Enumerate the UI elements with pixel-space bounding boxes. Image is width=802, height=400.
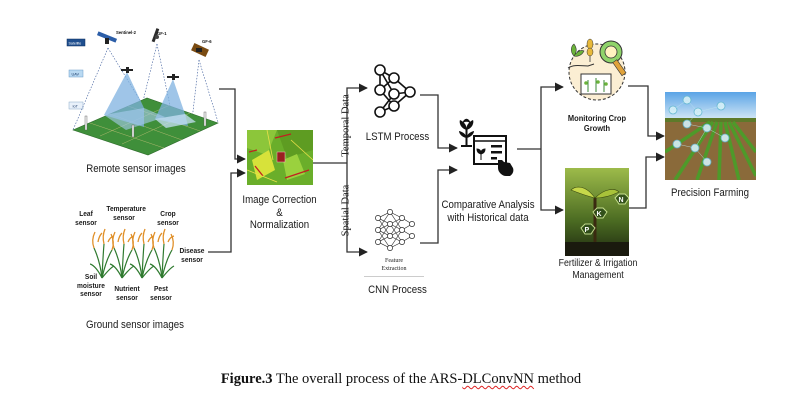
analysis-line-2: with Historical data (447, 211, 529, 224)
preprocess-line-1: Image Correction (242, 194, 317, 206)
leaf-sensor-label: Leaf sensor (75, 209, 97, 227)
arrow-remote-to-preprocess (219, 88, 246, 164)
cnn-process-label: CNN Process (368, 284, 427, 296)
cnn-network-icon (375, 209, 415, 251)
figure-number: Figure.3 (220, 371, 273, 387)
preprocess-label: Image Correction & Normalization (238, 194, 322, 232)
caption-text-end: method (534, 371, 582, 387)
uav-drone-2 (167, 74, 179, 80)
feature-extraction-label: Feature Extraction (370, 258, 418, 274)
nutrient-k-label: K (597, 211, 602, 218)
fertilizer-line-1: Fertilizer & Irrigation (558, 258, 638, 269)
label-uav-layer: UAV (72, 73, 80, 77)
remote-sensor-title: Remote sensor images (86, 163, 186, 175)
arrow-spatial-to-cnn (346, 163, 368, 257)
caption-text: The overall process of the ARS- (272, 371, 463, 387)
satellite-gf-1 (151, 28, 160, 43)
feature-extraction-line-2: Extraction (381, 265, 407, 272)
nutrient-p-label: P (585, 227, 590, 234)
arrow-monitoring-to-precision (628, 85, 665, 141)
uav-cone-2 (155, 79, 188, 126)
monitoring-line-2: Growth (583, 122, 611, 133)
lstm-network-icon (374, 64, 416, 118)
fertilizer-line-2: Management (572, 269, 624, 281)
feature-extraction-underline (364, 276, 424, 277)
precision-farming-image (665, 92, 756, 180)
arrow-fertilizer-to-precision (628, 152, 665, 209)
arrow-ground-to-preprocess (208, 168, 246, 253)
crop-plants-illustration (90, 228, 175, 279)
feature-extraction-line-1: Feature (385, 258, 403, 264)
label-gf-1: GF-1 (157, 31, 167, 36)
monitoring-label: Monitoring Crop Growth (564, 113, 629, 134)
magnifier-icon (599, 40, 627, 77)
label-gf-6: GF-6 (202, 39, 212, 44)
spatial-data-label: Spatial Data (340, 184, 352, 237)
wheat-icon (586, 38, 594, 62)
analysis-line-1: Comparative Analysis (441, 199, 535, 211)
ground-sensor-title: Ground sensor images (86, 319, 184, 331)
fertilizer-label: Fertilizer & Irrigation Management (554, 258, 642, 281)
preprocess-line-2: & (276, 206, 283, 219)
arrow-lstm-to-analysis (420, 94, 458, 153)
satellite-gf-6 (191, 42, 209, 58)
satellite-sentinel-2 (96, 31, 118, 44)
analysis-label: Comparative Analysis with Historical dat… (440, 199, 537, 224)
nutrient-n-label: N (619, 197, 624, 204)
plant-icon (459, 118, 474, 147)
fertilizer-irrigation-image: P K N (565, 168, 629, 256)
browser-window-icon (473, 135, 507, 165)
pest-sensor-label: Pest sensor (150, 284, 172, 302)
preprocess-line-3: Normalization (249, 219, 310, 232)
seedling-leaf-icon (570, 186, 596, 199)
iot-layer-badge (68, 101, 84, 110)
monitoring-crop-icon (567, 38, 627, 101)
label-sentinel-2: Sentinel-2 (116, 30, 137, 35)
uav-layer-badge (68, 69, 84, 78)
arrow-cnn-to-analysis (420, 165, 458, 244)
uav-drone-1 (121, 67, 133, 73)
figure-caption: Figure.3 The overall process of the ARS-… (0, 371, 802, 388)
hand-pointer-icon (498, 160, 514, 176)
arrow-temporal-to-lstm (346, 83, 368, 163)
arrow-to-fertilizer (540, 149, 564, 215)
label-iot-layer: IoT (73, 105, 79, 109)
remote-sensing-illustration: Sentinel-2 GF-1 GF-6 Satellite UAV IoT (66, 28, 219, 156)
monitoring-line-1: Monitoring Crop (567, 113, 627, 123)
farm-field (72, 97, 219, 156)
temporal-data-label: Temporal Data (340, 94, 352, 157)
lstm-process-label: LSTM Process (365, 131, 430, 143)
sprout-icon (571, 43, 585, 57)
analysis-dashboard-icon (459, 118, 514, 176)
label-satellite-layer: Satellite (69, 42, 82, 46)
precision-farming-label: Precision Farming (670, 187, 749, 199)
caption-spellcheck-word: DLConvNN (462, 371, 535, 387)
normalized-field-image (247, 130, 313, 185)
satellite-layer-badge (66, 38, 86, 47)
crop-sensor-label: Crop sensor (157, 209, 179, 227)
arrow-to-monitoring (540, 82, 564, 149)
